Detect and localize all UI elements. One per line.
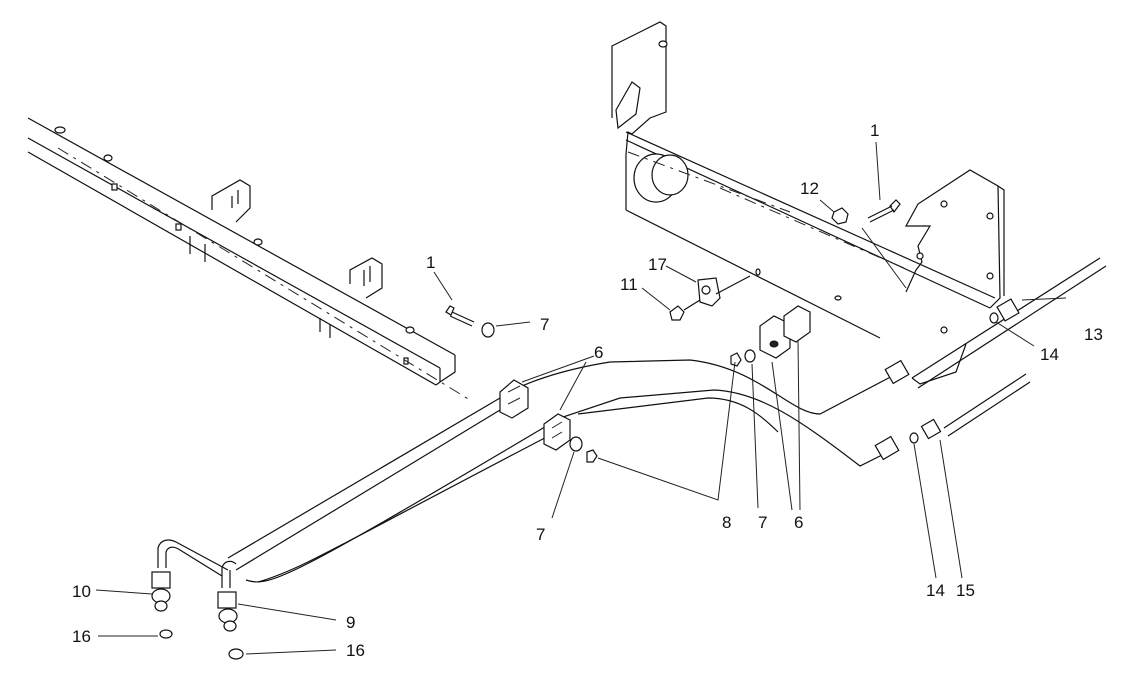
callout-7-bottom-left: 7	[536, 525, 545, 544]
callout-12: 12	[800, 179, 819, 198]
callout-13: 13	[1084, 325, 1103, 344]
callout-16-right: 16	[346, 641, 365, 660]
callout-1-right: 1	[870, 121, 879, 140]
leader-lines	[95, 141, 1067, 655]
callout-8: 8	[722, 513, 731, 532]
clamps-and-hardware	[445, 199, 901, 463]
callout-9: 9	[346, 613, 355, 632]
fittings	[151, 298, 1020, 660]
callout-7-bottom-mid: 7	[758, 513, 767, 532]
mounting-plate	[611, 21, 1005, 339]
hose-lines	[157, 257, 1107, 588]
callout-7-top: 7	[540, 315, 549, 334]
callout-15: 15	[956, 581, 975, 600]
callout-labels: 1 1 6 6 7 7 7 8 9 10 11 12 13 14 14 15 1…	[72, 121, 1103, 660]
callout-6-top: 6	[594, 343, 603, 362]
callout-1-left: 1	[426, 253, 435, 272]
callout-17: 17	[648, 255, 667, 274]
callout-11: 11	[620, 275, 638, 294]
callout-10: 10	[72, 582, 91, 601]
callout-14-bottom: 14	[926, 581, 945, 600]
callout-16-left: 16	[72, 627, 91, 646]
callout-6-bottom: 6	[794, 513, 803, 532]
frame-rail	[27, 117, 471, 401]
callout-14-right: 14	[1040, 345, 1059, 364]
